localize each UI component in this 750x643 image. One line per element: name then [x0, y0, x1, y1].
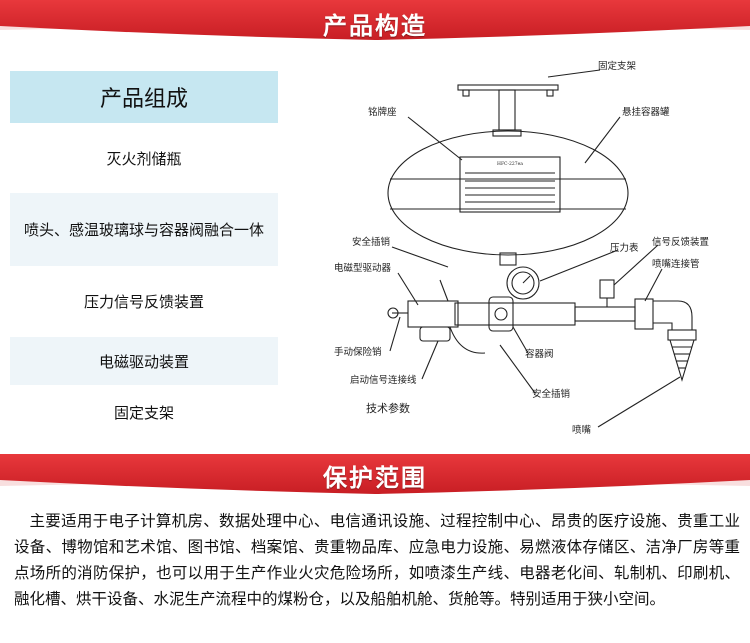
label-start-signal-line: 启动信号连接线 — [350, 374, 417, 386]
scope-banner: 保护范围 — [0, 452, 750, 498]
label-safety-pin-top: 安全插销 — [352, 236, 391, 248]
label-tech-params: 技术参数 — [366, 401, 410, 415]
composition-item: 电磁驱动装置 — [10, 337, 278, 385]
scope-title: 保护范围 — [323, 463, 427, 492]
label-nameplate: 铭牌座 — [368, 106, 397, 118]
label-safety-pin-bottom: 安全插销 — [532, 388, 571, 400]
label-manual-pin: 手动保险销 — [334, 346, 382, 358]
bracket-bolt — [462, 89, 470, 97]
composition-header: 产品组成 — [10, 71, 278, 123]
label-solenoid-driver: 电磁型驱动器 — [334, 262, 392, 274]
suspended-extinguisher-drawing: HFC-227ea 固定支架 铭牌座 悬挂容器罐 安全插销 压力表 信号反馈装置… — [334, 60, 709, 436]
composition-item: 固定支架 — [10, 388, 278, 436]
label-fixed-bracket: 固定支架 — [598, 60, 637, 72]
bracket-collar — [492, 129, 522, 137]
composition-item: 压力信号反馈装置 — [10, 269, 278, 334]
composition-item: 灭火剂储瓶 — [10, 126, 278, 190]
label-pressure-gauge: 压力表 — [610, 242, 639, 254]
label-hanging-container: 悬挂容器罐 — [622, 106, 670, 118]
solenoid-driver — [407, 300, 459, 328]
label-nozzle: 喷嘴 — [572, 425, 592, 436]
nameplate — [459, 156, 561, 213]
composition-item: 喷头、感温玻璃球与容器阀融合一体 — [10, 193, 278, 266]
pressure-gauge — [506, 266, 540, 300]
bracket-bolt — [546, 89, 554, 97]
banner-background — [0, 454, 750, 494]
bracket-rod — [498, 89, 516, 131]
pipe — [574, 306, 636, 322]
label-nozzle-connector: 喷嘴连接管 — [652, 258, 700, 270]
pipe-flange — [634, 298, 654, 330]
nameplate-model: HFC-227ea — [497, 161, 523, 167]
scope-description: 主要适用于电子计算机房、数据处理中心、电信通讯设施、过程控制中心、昂贵的医疗设施… — [14, 512, 740, 608]
product-diagram: HFC-227ea 固定支架 铭牌座 悬挂容器罐 安全插销 压力表 信号反馈装置… — [300, 55, 730, 450]
tank-body — [387, 130, 629, 256]
nozzle-cone — [669, 339, 695, 382]
valve-body — [454, 302, 576, 326]
structure-banner: 产品构造 — [0, 0, 750, 46]
structure-title: 产品构造 — [323, 11, 427, 40]
bracket-plate — [457, 84, 559, 91]
label-container-valve: 容器阀 — [525, 348, 554, 360]
manual-pin — [387, 307, 399, 319]
banner-background — [0, 0, 750, 40]
feedback-device — [599, 279, 615, 299]
composition-table: 产品组成 灭火剂储瓶 喷头、感温玻璃球与容器阀融合一体 压力信号反馈装置 电磁驱… — [10, 71, 278, 439]
label-feedback-device: 信号反馈装置 — [652, 236, 709, 248]
